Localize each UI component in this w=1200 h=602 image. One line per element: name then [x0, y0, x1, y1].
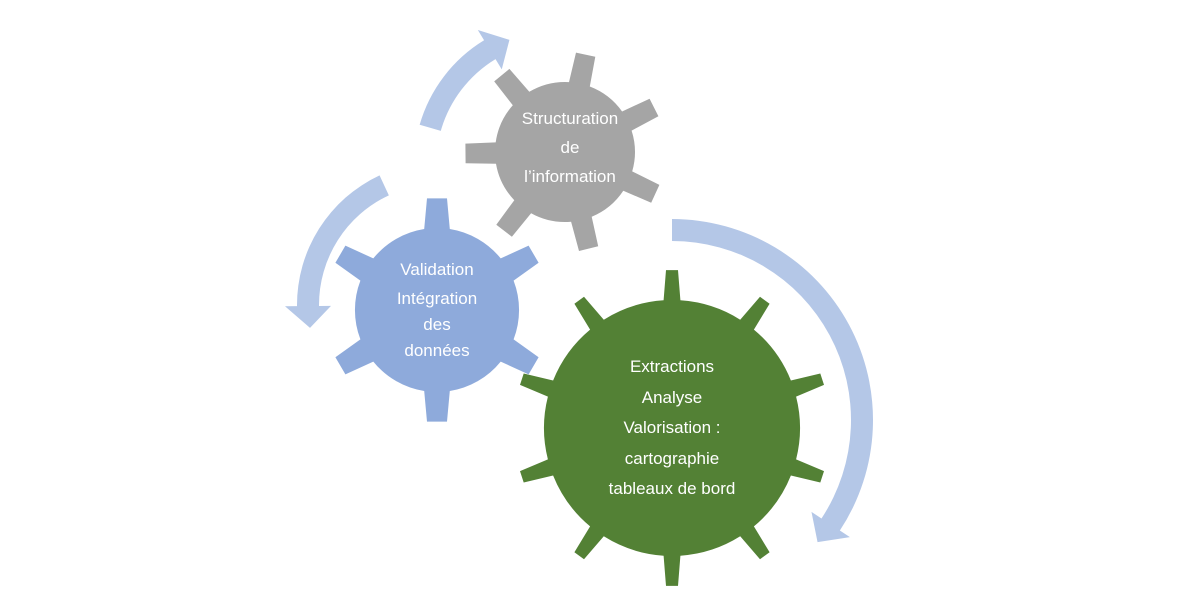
- gear-text-line: des: [423, 315, 451, 334]
- gear-label-extractions: Extractions Analyse Valorisation : carto…: [587, 352, 757, 505]
- arrow-top-icon: [419, 30, 510, 131]
- gear-text-line: cartographie: [624, 448, 720, 468]
- gear-text-line: Validation: [400, 260, 474, 279]
- gear-label-structuration: Structuration de l’information: [495, 104, 645, 191]
- gear-validation: [335, 198, 539, 422]
- gear-text-line: Structuration: [521, 109, 619, 128]
- gear-text-line: l’information: [524, 167, 616, 186]
- arrow-right-icon: [672, 219, 873, 543]
- gear-text-line: Intégration: [396, 289, 478, 308]
- gear-structuration: [465, 52, 660, 251]
- arrow-left-icon: [285, 175, 389, 328]
- gear-text-line: Valorisation :: [623, 418, 721, 437]
- gear-text-line: tableaux de bord: [608, 479, 736, 498]
- gear-text-line: Analyse: [641, 387, 703, 407]
- gear-label-validation: Validation Intégration des données: [362, 255, 512, 364]
- gear-text-line: données: [404, 341, 470, 360]
- gear-text-line: Extractions: [629, 357, 715, 376]
- gear-extractions: [520, 270, 824, 586]
- gear-text-line: de: [560, 138, 580, 157]
